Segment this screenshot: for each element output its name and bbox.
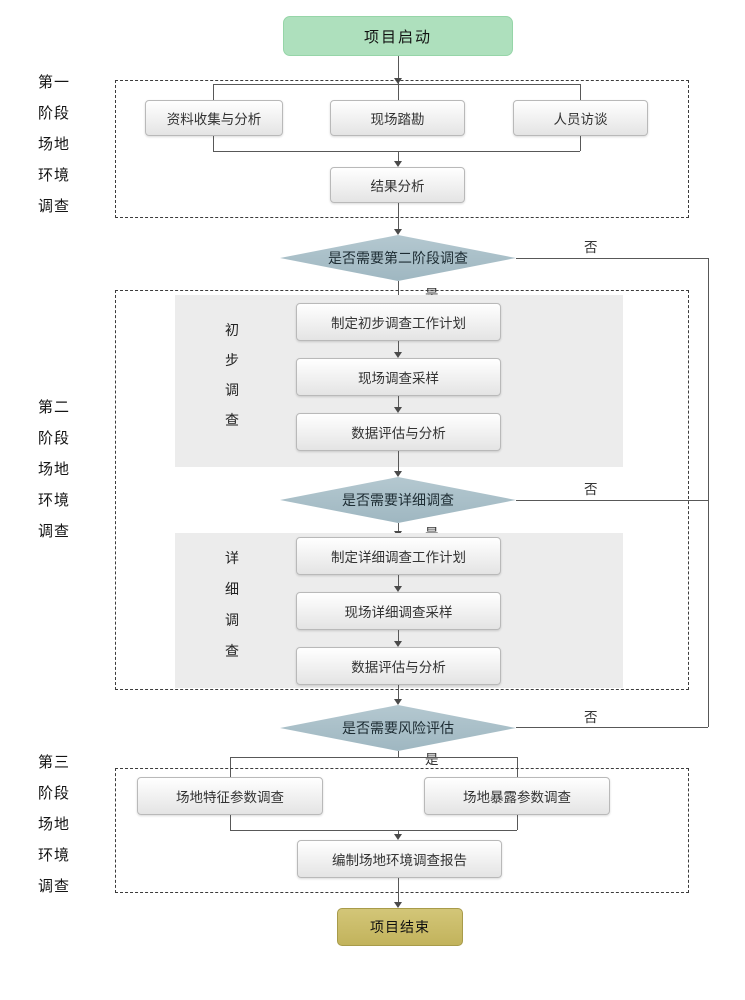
box-result-analysis: 结果分析 xyxy=(330,167,465,203)
decision-second-stage: 是否需要第二阶段调查 xyxy=(280,235,516,281)
decision3-yes-label: 是 xyxy=(425,752,439,767)
arrowhead xyxy=(394,78,402,84)
decision3-no-label: 否 xyxy=(584,710,598,725)
start-node: 项目启动 xyxy=(283,16,513,56)
connector-line xyxy=(213,84,214,100)
arrowhead xyxy=(394,471,402,477)
connector-line xyxy=(213,84,580,85)
end-node: 项目结束 xyxy=(337,908,463,946)
arrowhead xyxy=(394,834,402,840)
connector-line xyxy=(516,258,708,259)
connector-line xyxy=(398,451,399,471)
box-site-sampling: 现场调查采样 xyxy=(296,358,501,396)
connector-line xyxy=(516,727,708,728)
stage1-container xyxy=(115,80,689,218)
connector-line xyxy=(230,830,517,831)
connector-line xyxy=(213,136,214,151)
arrowhead xyxy=(394,229,402,235)
box-personnel-interview: 人员访谈 xyxy=(513,100,648,136)
connector-line xyxy=(517,757,518,777)
connector-line xyxy=(398,523,399,531)
arrowhead xyxy=(394,352,402,358)
connector-line xyxy=(580,136,581,151)
arrowhead xyxy=(394,641,402,647)
arrowhead xyxy=(394,699,402,705)
detailed-survey-label: 详 细 调 查 xyxy=(225,550,239,659)
arrowhead xyxy=(394,586,402,592)
connector-line xyxy=(398,685,399,699)
connector-line xyxy=(708,258,709,727)
connector-line xyxy=(580,84,581,100)
decision1-no-label: 否 xyxy=(584,240,598,255)
decision2-no-label: 否 xyxy=(584,482,598,497)
connector-line xyxy=(398,281,399,297)
box-data-evaluation-2: 数据评估与分析 xyxy=(296,647,501,685)
box-data-evaluation-1: 数据评估与分析 xyxy=(296,413,501,451)
stage3-container xyxy=(115,768,689,893)
connector-line xyxy=(517,815,518,830)
box-preliminary-plan: 制定初步调查工作计划 xyxy=(296,303,501,341)
stage1-label: 第一 阶段 场地 环境 调查 xyxy=(38,74,71,215)
box-compile-report: 编制场地环境调查报告 xyxy=(297,840,502,878)
arrowhead xyxy=(394,902,402,908)
box-site-characteristic-params: 场地特征参数调查 xyxy=(137,777,323,815)
connector-line xyxy=(398,878,399,902)
decision-risk-assessment: 是否需要风险评估 xyxy=(280,705,516,751)
connector-line xyxy=(230,757,231,777)
box-data-collection: 资料收集与分析 xyxy=(145,100,283,136)
connector-line xyxy=(398,830,399,834)
connector-line xyxy=(398,751,399,757)
arrowhead xyxy=(394,161,402,167)
connector-line xyxy=(230,815,231,830)
connector-line xyxy=(398,203,399,229)
connector-line xyxy=(230,757,517,758)
connector-line xyxy=(516,500,708,501)
stage2-label: 第二 阶段 场地 环境 调查 xyxy=(38,399,71,540)
connector-line xyxy=(398,396,399,407)
preliminary-survey-label: 初 步 调 查 xyxy=(225,322,239,428)
box-detailed-plan: 制定详细调查工作计划 xyxy=(296,537,501,575)
stage2-container xyxy=(115,290,689,690)
arrowhead xyxy=(394,407,402,413)
box-site-exposure-params: 场地暴露参数调查 xyxy=(424,777,610,815)
stage3-label: 第三 阶段 场地 环境 调查 xyxy=(38,754,71,895)
box-detailed-sampling: 现场详细调查采样 xyxy=(296,592,501,630)
box-site-reconnaissance: 现场踏勘 xyxy=(330,100,465,136)
connector-line xyxy=(398,630,399,641)
connector-line xyxy=(398,151,399,161)
connector-line xyxy=(398,575,399,586)
connector-line xyxy=(398,341,399,352)
connector-line xyxy=(213,151,580,152)
